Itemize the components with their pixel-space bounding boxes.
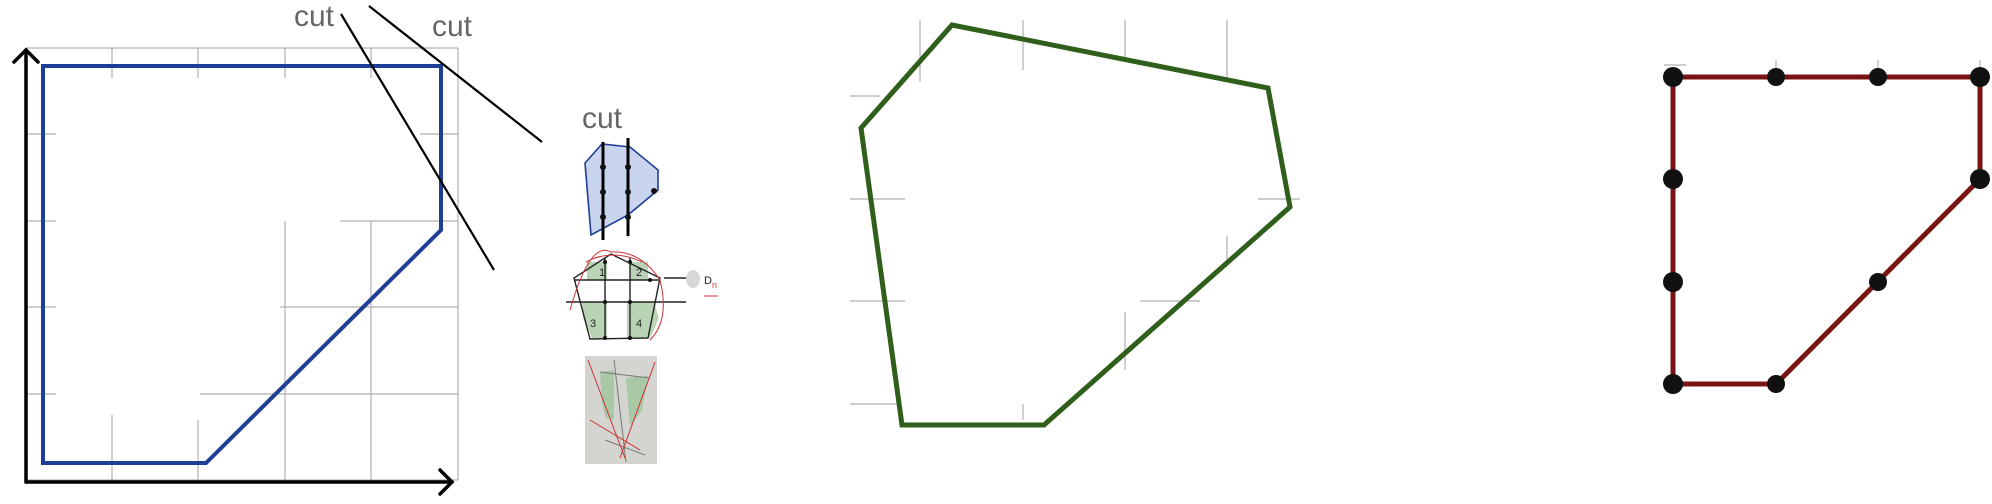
- cut-lines: [340, 5, 543, 271]
- red-polygon: [1670, 74, 1983, 387]
- vertex-dots: [1663, 67, 1990, 394]
- annotation-d: D: [704, 275, 712, 287]
- cut-label-right: cut: [432, 10, 473, 43]
- region-3-label: 3: [590, 318, 596, 330]
- axes: [12, 47, 455, 496]
- blue-polygon: [41, 64, 443, 465]
- panel-blue-polygon: cut cut: [12, 0, 543, 496]
- inset-blue-cut: [584, 138, 660, 240]
- region-1-label: 1: [599, 267, 605, 279]
- region-2-label: 2: [636, 267, 642, 279]
- grid-ticks: [850, 20, 1300, 420]
- panel-green-polygon: [850, 20, 1300, 428]
- cut-label-left: cut: [294, 0, 335, 33]
- inset-photo-sketch: [585, 356, 657, 464]
- smudge-mark: [686, 270, 700, 288]
- annotation-subscript: n: [712, 280, 717, 290]
- grid-lines: [26, 47, 459, 481]
- axis-arrow-icon: [438, 468, 455, 496]
- green-polygon: [858, 22, 1293, 428]
- cut-label-inset: cut: [582, 102, 623, 135]
- axis-arrow-icon: [12, 47, 40, 64]
- panel-insets: cut: [566, 102, 718, 464]
- panel-red-polygon: [1663, 60, 1990, 394]
- inset-pentagon: 1 2 3 4 D n: [566, 249, 718, 341]
- region-4-label: 4: [636, 318, 642, 330]
